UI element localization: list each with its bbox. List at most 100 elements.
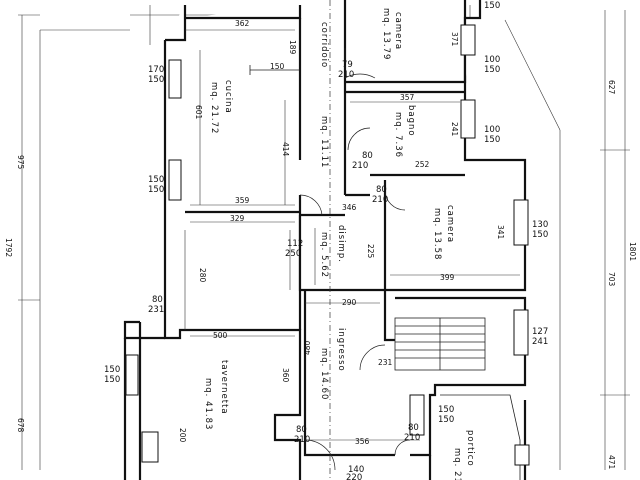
dim-280: 280 xyxy=(198,268,207,283)
door-label-140: 140 xyxy=(348,465,364,475)
room-bagno-name: bagno xyxy=(406,105,416,137)
room-disimpegno-name: disimp. xyxy=(336,225,346,263)
room-corridoio-area: mq. 11.11 xyxy=(319,116,329,168)
door-label-79: 79 xyxy=(342,60,353,70)
dim-341: 341 xyxy=(496,225,505,240)
door-bagno xyxy=(347,127,371,151)
window-ingresso xyxy=(513,309,529,356)
room-ingresso-name: ingresso xyxy=(336,328,346,372)
dim-1801: 1801 xyxy=(628,242,637,261)
room-portico-name: portico xyxy=(465,430,475,467)
door-camera xyxy=(344,73,376,79)
dim-975: 975 xyxy=(16,155,25,170)
dim-225: 225 xyxy=(366,244,375,259)
dim-356: 356 xyxy=(355,437,370,446)
door-label-80c-h: 210 xyxy=(294,435,310,445)
door-label-112-h: 250 xyxy=(285,249,301,259)
doors xyxy=(299,48,411,471)
door-ingresso xyxy=(304,439,336,471)
dim-346: 346 xyxy=(342,203,357,212)
dim-399: 399 xyxy=(440,273,455,282)
room-camera-right-area: mq. 13.58 xyxy=(432,208,442,260)
window-labels: 150 170 150 150 150 100 150 100 150 130 … xyxy=(104,1,548,425)
window-portico xyxy=(409,394,425,436)
door-label-80b: 80 xyxy=(376,185,387,195)
room-camera-top-name: camera xyxy=(393,12,403,50)
room-camera-top-area: mq. 13.79 xyxy=(381,8,391,60)
dim-252: 252 xyxy=(415,160,430,169)
window-label-127-h: 241 xyxy=(532,337,548,347)
door-label-140-h: 220 xyxy=(346,473,362,480)
dim-1792: 1792 xyxy=(4,238,13,257)
dim-678: 678 xyxy=(16,418,25,433)
window-label-127: 127 xyxy=(532,327,548,337)
window-label-100b-h: 150 xyxy=(484,135,500,145)
dim-627: 627 xyxy=(607,80,616,95)
door-label-79-h: 210 xyxy=(338,70,354,80)
room-ingresso-area: mq. 14.60 xyxy=(319,348,329,400)
room-portico-area: mq. 21.2 xyxy=(452,448,462,480)
dim-241: 241 xyxy=(450,122,459,137)
dim-362: 362 xyxy=(235,19,250,28)
window-label-170: 170 xyxy=(148,65,164,75)
door-label-80c: 80 xyxy=(296,425,307,435)
dim-360: 360 xyxy=(281,368,290,383)
door-label-112: 112 xyxy=(287,239,303,249)
door-label-80a-h: 210 xyxy=(352,161,368,171)
room-cucina-area: mq. 21.72 xyxy=(209,82,219,134)
dim-200: 200 xyxy=(178,428,187,443)
window-label-100a-h: 150 xyxy=(484,65,500,75)
window-label-150a-h: 150 xyxy=(148,185,164,195)
window-label-170-h: 150 xyxy=(148,75,164,85)
dim-471: 471 xyxy=(607,455,616,470)
stair xyxy=(394,317,486,371)
window-label-150: 150 xyxy=(484,1,500,11)
dim-329: 329 xyxy=(230,214,245,223)
walls xyxy=(123,0,527,480)
door-labels: 79 210 80 210 80 210 112 250 80 210 140 … xyxy=(285,60,420,480)
door-camera-right xyxy=(384,189,406,211)
dim-150: 150 xyxy=(270,62,285,71)
door-label-80d: 80 xyxy=(408,423,419,433)
room-tavernetta-name: tavernetta xyxy=(219,360,229,415)
dimension-texts: 362 150 189 371 357 241 252 359 329 414 … xyxy=(4,19,637,470)
window-label-150p: 150 xyxy=(438,405,454,415)
window-label-150a: 150 xyxy=(148,175,164,185)
window-tavernetta xyxy=(125,354,139,396)
dim-371: 371 xyxy=(450,32,459,47)
dim-189: 189 xyxy=(288,40,297,55)
window-label-150t-h: 150 xyxy=(104,375,120,385)
room-tavernetta-area: mq. 41.83 xyxy=(203,378,213,430)
window-label-80: 80 xyxy=(152,295,163,305)
door-stair xyxy=(359,344,386,371)
window-label-130-h: 150 xyxy=(532,230,548,240)
window-portico-low xyxy=(514,444,530,466)
window-camera-right xyxy=(513,199,529,246)
dim-601: 601 xyxy=(194,105,203,120)
room-labels: camera mq. 13.79 corridoio cucina mq. 21… xyxy=(203,8,475,480)
window-label-150p-h: 150 xyxy=(438,415,454,425)
window-bagno xyxy=(460,99,476,139)
dim-414: 414 xyxy=(281,142,290,157)
window-label-130: 130 xyxy=(532,220,548,230)
dim-359: 359 xyxy=(235,196,250,205)
dim-480: 480 xyxy=(303,340,312,355)
window-label-100b: 100 xyxy=(484,125,500,135)
room-bagno-area: mq. 7.36 xyxy=(393,112,403,158)
dim-231: 231 xyxy=(378,358,393,367)
window-cucina-bottom xyxy=(168,159,182,201)
window-label-100a: 100 xyxy=(484,55,500,65)
door-label-80d-h: 210 xyxy=(404,433,420,443)
window-cucina-top xyxy=(168,59,182,99)
dim-500: 500 xyxy=(213,331,228,340)
room-corridoio-name: corridoio xyxy=(319,22,329,68)
room-disimpegno-area: mq. 5.62 xyxy=(319,232,329,278)
room-camera-right-name: camera xyxy=(445,205,455,243)
door-disimpegno xyxy=(299,194,323,216)
windows xyxy=(125,24,530,466)
room-cucina-name: cucina xyxy=(223,80,233,114)
window-camera-top xyxy=(460,24,476,56)
window-label-80-h: 231 xyxy=(148,305,164,315)
